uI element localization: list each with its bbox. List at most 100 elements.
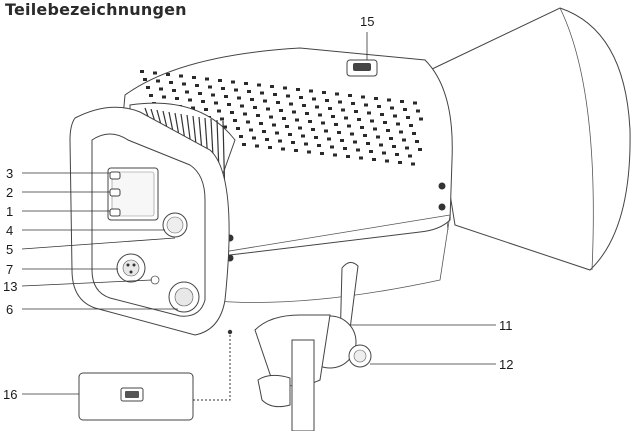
vent-hole [327,137,331,141]
vent-hole [204,108,208,111]
vent-hole [328,107,332,110]
vent-hole [309,89,313,93]
vent-hole [230,111,234,114]
vent-hole [169,81,173,84]
callout-6: 6 [6,302,13,317]
vent-hole [214,101,218,105]
vent-hole [234,88,238,92]
vent-hole [294,149,298,152]
vent-hole [340,139,344,142]
vent-hole [262,130,266,133]
vent-hole [192,76,196,79]
vent-hole [305,112,309,115]
vent-hole [175,97,179,100]
vent-hole [233,119,237,122]
vent-hole [318,113,322,117]
vent-hole [217,109,221,113]
vent-hole [257,83,261,87]
callout-1: 1 [6,204,13,219]
vent-hole [223,125,227,129]
vent-hole [380,113,384,116]
vent-hole [333,153,337,157]
vent-hole [291,141,295,144]
vent-hole [279,109,283,112]
vent-hole [146,86,150,89]
vent-hole [272,123,276,127]
vent-hole [243,112,247,116]
vent-hole [372,158,376,161]
vent-hole [239,135,243,138]
vent-hole [409,124,413,127]
stand [254,314,331,431]
callout-labels: 15 3 2 1 4 5 7 13 6 11 12 16 [3,14,513,402]
callout-12: 12 [499,357,513,372]
vent-hole [337,131,341,134]
vent-hole [353,140,357,144]
vent-hole [320,152,324,155]
vent-hole [246,120,250,124]
vent-hole [383,121,387,124]
vent-hole [266,107,270,111]
vent-hole [321,121,325,125]
vent-hole [392,145,396,148]
vent-hole [265,138,269,141]
vent-hole [250,98,254,101]
vent-hole [376,135,380,139]
vent-hole [416,109,420,113]
vent-hole [359,156,363,160]
vent-hole [364,103,368,107]
vent-hole [231,80,235,84]
vent-hole [296,88,300,91]
vent-hole [153,71,157,75]
vent-hole [314,136,318,139]
vent-hole [393,114,397,118]
vent-hole [149,94,153,97]
vent-hole [276,101,280,104]
vent-hole [334,123,338,126]
vent-hole [331,115,335,118]
vent-hole [185,90,189,94]
vent-hole [283,86,287,90]
vent-hole [396,122,400,126]
vent-hole [191,106,195,110]
vent-hole [325,99,329,102]
vent-hole [412,132,416,135]
vent-hole [344,116,348,120]
vent-hole [317,144,321,147]
vent-hole [237,96,241,100]
vent-hole [360,126,364,129]
vent-hole [218,79,222,82]
vent-hole [307,150,311,154]
vent-hole [172,89,176,92]
vent-hole [278,139,282,143]
callout-7: 7 [6,262,13,277]
vent-hole [281,147,285,151]
vent-hole [224,95,228,98]
vent-hole [408,154,412,158]
callout-2: 2 [6,185,13,200]
vent-hole [299,96,303,99]
vent-hole [367,111,371,115]
vent-hole [361,95,365,99]
vent-hole [227,103,231,106]
vent-hole [208,85,212,89]
vent-hole [179,74,183,78]
vent-hole [387,98,391,102]
button-2 [109,188,121,197]
vent-hole [268,146,272,149]
callout-13: 13 [3,279,17,294]
vent-hole [195,84,199,87]
vent-hole [415,140,419,143]
vent-hole [347,124,351,128]
vent-hole [322,91,326,94]
vent-hole [370,119,374,123]
vent-hole [286,94,290,98]
vent-hole [247,90,251,93]
vent-hole [270,85,274,88]
control-panel [107,167,200,313]
vent-hole [263,99,267,103]
vent-hole [289,102,293,106]
vent-hole [292,110,296,114]
vent-hole [240,104,244,108]
vent-hole [304,142,308,146]
